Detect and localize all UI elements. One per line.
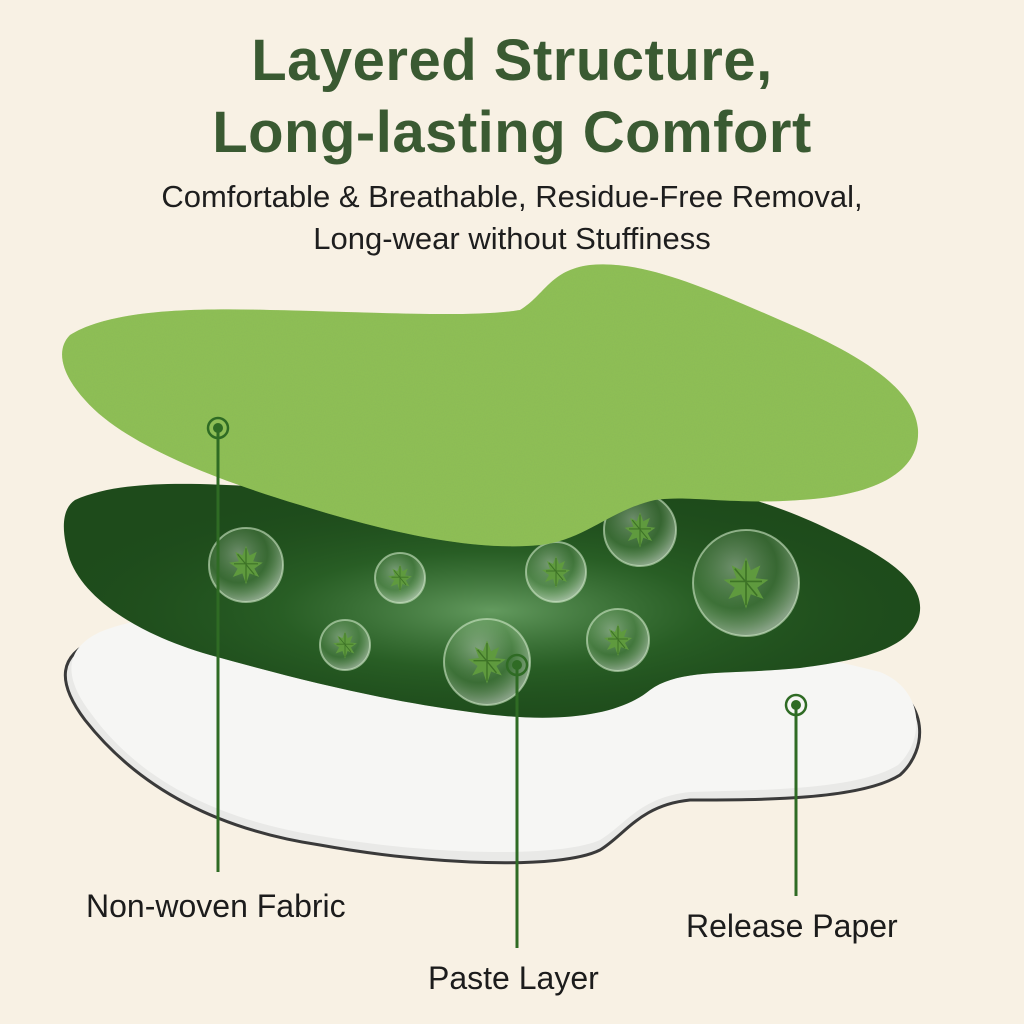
pointer-dot-icon: [784, 693, 808, 717]
herb-bubble-icon: [586, 608, 650, 672]
page-title-line1: Layered Structure,: [251, 28, 773, 93]
leader-line-release: [784, 693, 808, 896]
subtitle-line1: Comfortable & Breathable, Residue-Free R…: [161, 179, 863, 214]
herb-bubble-icon: [208, 527, 284, 603]
leader-line-paste: [505, 653, 529, 948]
label-release-paper: Release Paper: [686, 908, 898, 944]
label-paste-layer: Paste Layer: [428, 960, 599, 996]
non-woven-fabric-layer: [62, 264, 919, 547]
herb-bubble-icon: [443, 618, 531, 706]
herb-bubble-icon: [319, 619, 371, 671]
herb-bubble-icon: [374, 552, 426, 604]
herb-bubble-icon: [692, 529, 800, 637]
paste-layer: [63, 479, 921, 718]
herb-bubble-icon: [525, 541, 587, 603]
leader-line-fabric: [206, 416, 230, 872]
subtitle-line2: Long-wear without Stuffiness: [313, 221, 711, 256]
pointer-dot-icon: [206, 416, 230, 440]
label-non-woven-fabric: Non-woven Fabric: [86, 888, 346, 924]
page-title-line2: Long-lasting Comfort: [212, 100, 812, 165]
pointer-dot-icon: [505, 653, 529, 677]
